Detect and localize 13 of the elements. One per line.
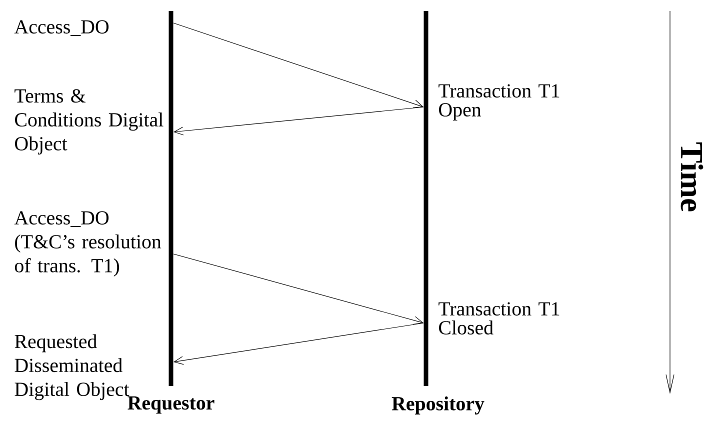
note-label: Transaction T1 Open bbox=[438, 84, 560, 121]
edge-label: Terms & Conditions Digital Object bbox=[14, 89, 164, 154]
note-label: Transaction T1 Closed bbox=[438, 302, 560, 334]
time-label: Time bbox=[680, 142, 704, 212]
arrow bbox=[173, 106, 424, 136]
arrow bbox=[173, 22, 424, 108]
node-label: Repository bbox=[392, 396, 484, 415]
arrow bbox=[173, 322, 424, 365]
edge-label: Access_DO (T&C’s resolution of trans. T1) bbox=[14, 211, 162, 276]
node-label: Requestor bbox=[128, 396, 214, 414]
arrow bbox=[173, 254, 424, 325]
edge-label: Requested Disseminated Digital Object bbox=[14, 334, 130, 400]
edge-label: Access_DO bbox=[14, 20, 109, 36]
